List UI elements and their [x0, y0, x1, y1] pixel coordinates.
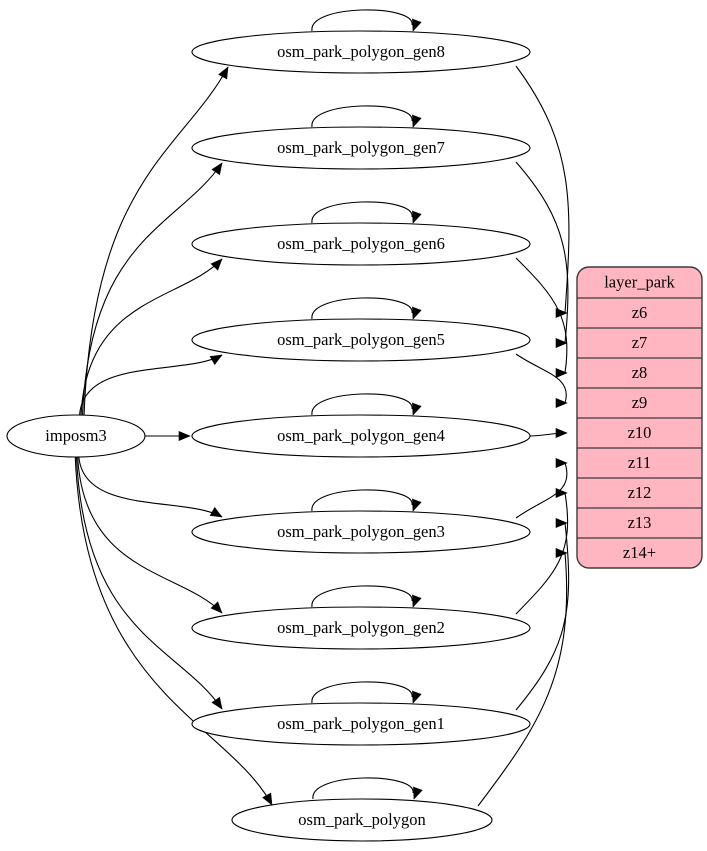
layer-table-row-z7[interactable]: z7: [632, 333, 648, 352]
edge-imposm3-to-gen6: [80, 258, 223, 417]
edge-gen7-to-z7: [515, 161, 569, 344]
layer-table-row-z8[interactable]: z8: [632, 363, 648, 382]
node-label-gen7: osm_park_polygon_gen7: [277, 138, 445, 157]
edge-arrowhead-imposm3-to-gen5: [209, 354, 223, 365]
self-loop-arrowhead-gen6: [412, 210, 422, 224]
node-gen4[interactable]: [191, 414, 531, 458]
self-loop-arrowhead-gen8: [412, 18, 422, 32]
layer-table: layer_park z6 z7 z8 z9 z10 z11 z12 z13 z14+: [576, 266, 703, 569]
node-label-gen4: osm_park_polygon_gen4: [277, 426, 445, 445]
edge-arrowhead-imposm3-to-gen3: [209, 507, 223, 518]
layer-table-row-z6[interactable]: z6: [632, 303, 648, 322]
self-loop-group: [311, 9, 423, 800]
node-group: imposm3 osm_park_polygon_gen8 osm_park_pol…: [6, 30, 531, 842]
self-loop-arrowhead-gen1: [412, 690, 422, 704]
layer-table-row-z14plus[interactable]: z14+: [623, 543, 656, 562]
layer-table-row-z12[interactable]: z12: [628, 483, 652, 502]
self-loop-gen2: [311, 585, 413, 608]
edge-arrowhead-imposm3-to-gen7: [211, 162, 223, 176]
edge-arrowhead-imposm3-to-gen4: [178, 430, 191, 442]
self-loop-arrowhead-gen3: [412, 498, 422, 512]
edge-imposm3-to-gen5: [78, 354, 223, 417]
self-loop-arrowhead-gen2: [412, 594, 422, 608]
edge-imposm3-to-gen3: [78, 455, 223, 518]
edge-imposm3-to-gen7: [81, 162, 223, 417]
edge-arrowhead-gen4-to-z10: [555, 427, 568, 439]
edge-imposm3-to-gen8: [83, 66, 229, 417]
edge-gen6-to-z8: [515, 257, 568, 374]
node-label-gen3: osm_park_polygon_gen3: [277, 522, 445, 541]
layer-table-row-z10[interactable]: z10: [628, 423, 652, 442]
edge-arrowhead-imposm3-to-gen6: [210, 258, 223, 271]
self-loop-arrowhead-base: [413, 786, 423, 800]
self-loop-gen3: [311, 489, 413, 512]
self-loop-gen4: [311, 393, 413, 416]
edge-arrowhead-imposm3-to-gen2: [210, 601, 223, 614]
layer-table-row-z9[interactable]: z9: [632, 393, 648, 412]
self-loop-gen1: [311, 681, 413, 704]
edge-imposm3-to-gen2: [77, 455, 223, 614]
layer-table-header: layer_park: [604, 272, 675, 291]
edge-imposm3-to-gen1: [75, 455, 223, 710]
node-label-imposm3: imposm3: [45, 426, 106, 445]
node-gen3[interactable]: [191, 510, 531, 554]
edge-group-nodes-to-table: [477, 65, 570, 807]
self-loop-gen8: [311, 9, 413, 32]
node-gen1[interactable]: [191, 702, 531, 746]
edge-imposm3-to-base: [74, 455, 273, 806]
node-label-gen2: osm_park_polygon_gen2: [277, 618, 445, 637]
edge-arrowhead-gen7-to-z7: [555, 337, 568, 349]
node-gen8[interactable]: [191, 30, 531, 74]
node-gen6[interactable]: [191, 222, 531, 266]
self-loop-arrowhead-gen5: [412, 306, 422, 320]
edge-arrowhead-gen3-to-z11: [555, 457, 568, 469]
node-label-gen1: osm_park_polygon_gen1: [277, 714, 445, 733]
self-loop-arrowhead-gen4: [412, 402, 422, 416]
edge-arrowhead-imposm3-to-gen1: [211, 696, 223, 710]
edge-arrowhead-gen6-to-z8: [555, 367, 568, 379]
node-label-base: osm_park_polygon: [298, 810, 425, 829]
edge-arrowhead-imposm3-to-gen8: [218, 66, 229, 80]
node-label-gen5: osm_park_polygon_gen5: [277, 330, 445, 349]
self-loop-gen7: [311, 105, 413, 128]
self-loop-gen6: [311, 201, 413, 224]
node-gen7[interactable]: [191, 126, 531, 170]
edge-gen1-to-z13: [515, 522, 570, 711]
edge-base-to-z14plus: [477, 552, 568, 807]
node-imposm3[interactable]: [6, 414, 146, 458]
self-loop-arrowhead-gen7: [412, 114, 422, 128]
edge-arrowhead-gen1-to-z13: [555, 517, 568, 529]
edge-arrowhead-base-to-z14plus: [555, 547, 568, 559]
edge-arrowhead-gen2-to-z12: [555, 487, 568, 499]
node-base[interactable]: [231, 798, 493, 842]
layer-table-row-z11[interactable]: z11: [628, 453, 651, 472]
edge-gen3-to-z11: [515, 462, 568, 519]
layer-table-row-z13[interactable]: z13: [628, 513, 652, 532]
node-gen2[interactable]: [191, 606, 531, 650]
node-label-gen8: osm_park_polygon_gen8: [277, 42, 445, 61]
self-loop-base: [312, 777, 414, 800]
edge-arrowhead-imposm3-to-base: [262, 792, 273, 806]
edge-group-imposm3-to-nodes: [74, 66, 273, 806]
node-gen5[interactable]: [191, 318, 531, 362]
edge-gen5-to-z9: [515, 353, 567, 404]
edge-gen2-to-z12: [515, 492, 569, 615]
node-label-gen6: osm_park_polygon_gen6: [277, 234, 445, 253]
edge-gen8-to-z6: [515, 65, 570, 314]
edge-arrowhead-gen5-to-z9: [555, 397, 568, 409]
self-loop-gen5: [311, 297, 413, 320]
